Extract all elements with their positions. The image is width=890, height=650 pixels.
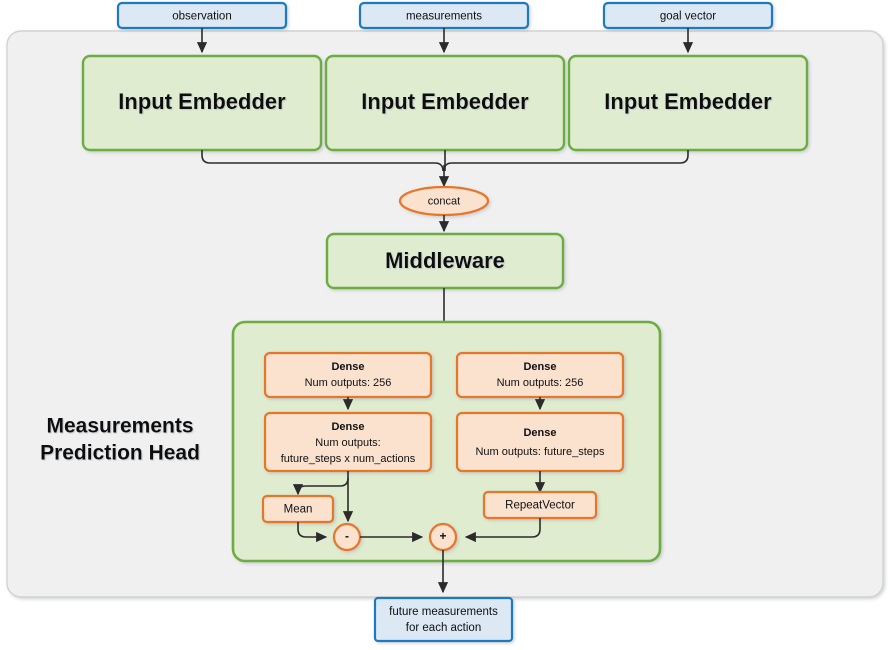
middleware-label: Middleware bbox=[385, 248, 505, 273]
middleware-rect[interactable] bbox=[325, 232, 565, 290]
left-dense2-sub2: future_steps x num_actions bbox=[281, 453, 416, 465]
edge-embedder1-merge bbox=[201, 150, 444, 172]
minus-operator-label: - bbox=[345, 529, 349, 543]
mean-node[interactable]: Mean bbox=[261, 494, 335, 524]
input-box-observation[interactable]: observation bbox=[116, 1, 288, 30]
output-box-rect[interactable] bbox=[373, 596, 514, 643]
right-dense-future-steps-rect[interactable] bbox=[455, 411, 625, 473]
output-box-future-measurements[interactable]: future measurements for each action bbox=[373, 596, 514, 643]
left-dense2-title: Dense bbox=[331, 421, 364, 433]
right-dense-256-rect[interactable] bbox=[455, 351, 625, 399]
input-embedder-1-label: Input Embedder bbox=[118, 89, 286, 114]
edge-repeatvector-to-plus bbox=[464, 518, 541, 543]
head-label-line1: Measurements bbox=[46, 415, 193, 438]
repeat-vector-node[interactable]: RepeatVector bbox=[482, 490, 598, 520]
mean-label: Mean bbox=[284, 504, 313, 516]
plus-operator-label: + bbox=[439, 529, 446, 543]
head-label-line2: Prediction Head bbox=[40, 442, 200, 465]
output-box-line1: future measurements bbox=[389, 606, 498, 618]
input-box-measurements-label: measurements bbox=[406, 11, 482, 23]
plus-operator-node[interactable]: + bbox=[428, 522, 458, 552]
input-embedder-2-label: Input Embedder bbox=[361, 89, 529, 114]
edge-mean-to-minus bbox=[297, 522, 328, 543]
input-box-goal-vector-label: goal vector bbox=[660, 11, 716, 23]
concat-label: concat bbox=[428, 195, 460, 207]
middleware-node[interactable]: Middleware bbox=[325, 232, 565, 290]
right-dense-256-title: Dense bbox=[523, 361, 556, 373]
left-dense-256-sub: Num outputs: 256 bbox=[305, 377, 392, 389]
input-embedder-2[interactable]: Input Embedder bbox=[324, 54, 566, 152]
input-embedder-1[interactable]: Input Embedder bbox=[81, 54, 323, 152]
minus-operator-node[interactable]: - bbox=[332, 522, 362, 552]
right-dense-future-steps[interactable]: Dense Num outputs: future_steps bbox=[455, 411, 625, 473]
left-dense2-sub1: Num outputs: bbox=[315, 437, 380, 449]
left-dense-256-rect[interactable] bbox=[263, 351, 433, 399]
input-embedder-3-label: Input Embedder bbox=[604, 89, 772, 114]
repeat-vector-label: RepeatVector bbox=[505, 500, 575, 512]
right-dense-256-sub: Num outputs: 256 bbox=[497, 377, 584, 389]
right-dense-256[interactable]: Dense Num outputs: 256 bbox=[455, 351, 625, 399]
input-box-observation-label: observation bbox=[172, 11, 231, 23]
concat-node[interactable]: concat bbox=[398, 185, 490, 217]
output-box-line2: for each action bbox=[406, 622, 481, 634]
edge-embedder3-merge bbox=[443, 150, 689, 172]
input-embedder-3[interactable]: Input Embedder bbox=[567, 54, 809, 152]
right-dense2-title: Dense bbox=[523, 427, 556, 439]
left-dense-future-steps-num-actions[interactable]: Dense Num outputs: future_steps x num_ac… bbox=[263, 411, 433, 473]
left-dense-256[interactable]: Dense Num outputs: 256 bbox=[263, 351, 433, 399]
input-box-goal-vector[interactable]: goal vector bbox=[602, 1, 774, 30]
input-box-measurements[interactable]: measurements bbox=[358, 1, 530, 30]
left-dense-256-title: Dense bbox=[331, 361, 364, 373]
right-dense2-sub1: Num outputs: future_steps bbox=[475, 446, 605, 458]
